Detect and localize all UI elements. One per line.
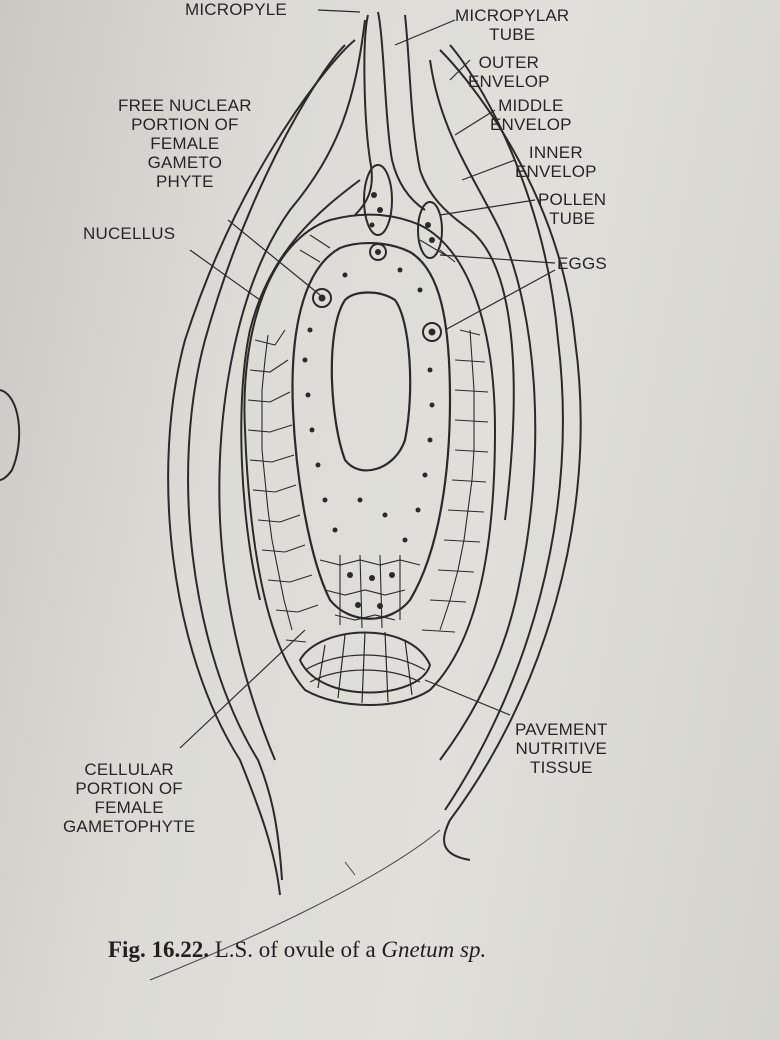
caption-genus: Gnetum: [381, 937, 455, 962]
label-eggs: EGGS: [557, 254, 607, 273]
pollen-tube-right: [417, 201, 443, 259]
inner-envelope-left: [240, 179, 361, 601]
egg-3: [422, 322, 442, 342]
micropylar-tube-right: [377, 11, 426, 211]
middle-envelope-left: [218, 19, 366, 761]
caption-species: sp.: [454, 937, 487, 962]
outer-envelope-left: [167, 39, 356, 896]
label-micropyle: MICROPYLE: [185, 0, 287, 19]
micropylar-tube-left: [354, 14, 373, 216]
central-vacuole: [330, 291, 412, 472]
label-nucellus: NUCELLUS: [83, 224, 176, 243]
nucellus-outline: [243, 213, 497, 706]
pollen-tube-left: [363, 164, 393, 236]
outer-envelope-left-inner: [187, 44, 346, 881]
outer-envelope-right-inner: [444, 44, 564, 811]
figure-caption: Fig. 16.22. L.S. of ovule of a Gnetum sp…: [108, 937, 486, 963]
middle-envelope-right: [429, 59, 537, 761]
egg-1: [369, 243, 387, 261]
female-gametophyte-outline: [291, 241, 452, 620]
caption-fig-number: Fig. 16.22.: [108, 937, 209, 962]
caption-text: L.S. of ovule of a: [208, 937, 382, 962]
egg-2: [312, 288, 332, 308]
pavement-tissue: [298, 631, 432, 694]
inner-envelope-right: [404, 14, 515, 521]
